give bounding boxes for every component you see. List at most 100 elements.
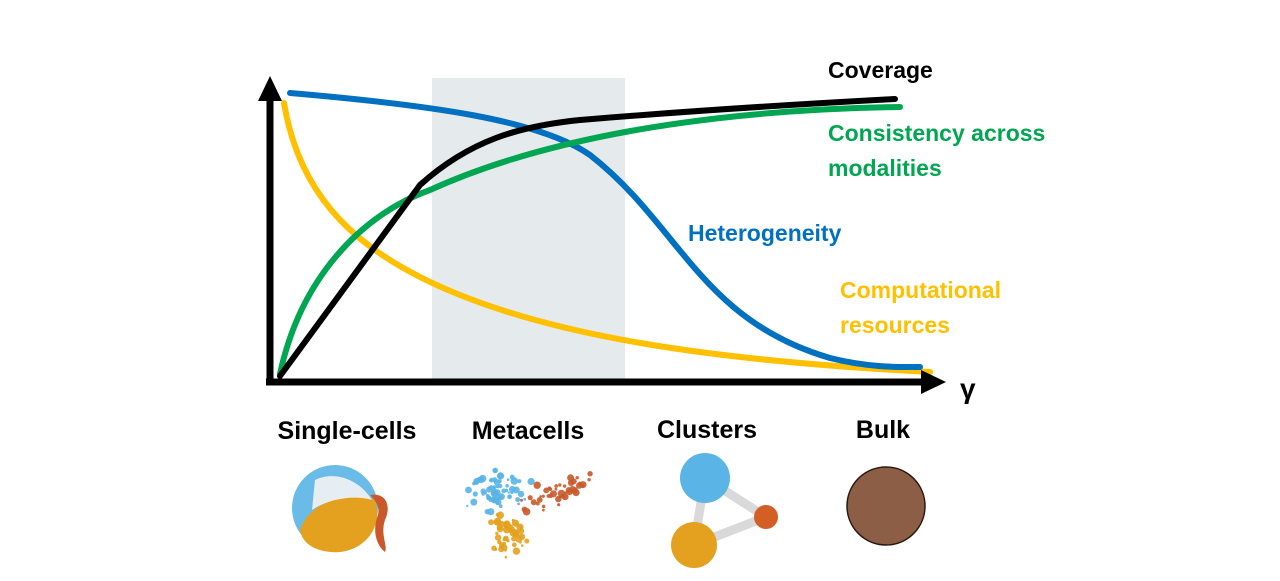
heterogeneity-label: Heterogeneity (688, 220, 842, 246)
metacell-dot (498, 483, 503, 489)
x-axis-arrowhead (921, 370, 946, 394)
metacell-dot (484, 509, 490, 515)
metacell-dot (527, 477, 535, 486)
metacell-dot (542, 508, 545, 512)
category-label-single-cells: Single-cells (278, 417, 417, 445)
metacell-dot (520, 498, 523, 502)
metacell-dot (554, 484, 559, 488)
metacell-dot (506, 478, 510, 481)
metacell-dot (572, 489, 580, 497)
metacell-dot (514, 535, 523, 543)
metacell-dot (485, 493, 490, 498)
metacell-dot (557, 503, 561, 507)
metacell-dot (504, 555, 508, 559)
coverage-curve (277, 96, 898, 379)
metacell-dot (477, 476, 485, 484)
metacell-dot (470, 498, 478, 506)
consistency-curve (277, 104, 903, 377)
metacell-dot (491, 545, 497, 551)
metacell-dot (546, 494, 551, 498)
metacell-dot (562, 484, 567, 488)
bulk-circle-icon (846, 466, 926, 546)
metacell-dot (472, 491, 478, 497)
metacell-dot (541, 504, 546, 509)
metacell-dot (495, 531, 499, 535)
metacell-dot (554, 487, 558, 491)
category-label-bulk: Bulk (856, 416, 910, 444)
metacell-dot (511, 542, 517, 548)
metacell-dot (575, 476, 579, 480)
metacell-dot (558, 483, 562, 487)
metacell-dot (567, 474, 575, 482)
metacell-dot (536, 497, 543, 503)
metacell-dot (519, 525, 523, 529)
metacell-dot (515, 497, 521, 503)
metacell-dot (508, 529, 512, 534)
metacell-dot (486, 486, 492, 493)
metacell-dot (488, 519, 495, 526)
computational-label-line-1: Computational (840, 277, 1001, 303)
category-label-clusters: Clusters (657, 416, 757, 444)
metacell-dot (498, 546, 505, 553)
metacell-dot (557, 489, 566, 498)
cluster-node-blue (680, 453, 730, 503)
metacell-dot (498, 520, 505, 528)
metacell-dot (507, 491, 511, 494)
clusters-graph-icon (671, 453, 778, 568)
metacell-dot (504, 488, 509, 493)
consistency-label-line-1: Consistency across (828, 120, 1045, 146)
computational-label-line-2: resources (840, 312, 950, 338)
metacell-dot (521, 544, 524, 547)
metacell-dot (505, 484, 509, 488)
metacell-dot (491, 496, 499, 504)
metacell-dot (506, 537, 509, 540)
metacell-dot (517, 490, 525, 498)
metacell-dot (543, 487, 550, 494)
metacell-dot (481, 492, 485, 496)
metacell-dot (578, 481, 582, 486)
metacell-dot (511, 536, 517, 542)
metacell-dot (524, 538, 530, 544)
metacell-dot (512, 547, 521, 555)
metacell-dot (466, 504, 469, 508)
metacell-dot (509, 485, 516, 493)
metacell-dot (533, 481, 541, 489)
metacell-dot (465, 486, 472, 494)
metacell-dot (472, 481, 476, 486)
metacell-dot (541, 494, 545, 498)
metacell-dot (494, 534, 502, 541)
metacell-dot (535, 501, 540, 506)
coverage-label: Coverage (828, 57, 933, 83)
metacell-dot (523, 497, 527, 501)
metacell-dot (507, 494, 512, 500)
metacell-dot (530, 499, 537, 506)
metacell-dot (493, 469, 498, 474)
metacell-dot (503, 535, 509, 542)
y-axis-arrowhead (258, 76, 282, 101)
metacell-dot (493, 479, 501, 486)
computational-resources-curve (281, 100, 933, 375)
metacell-dot (527, 495, 533, 501)
cluster-node-orange (671, 522, 717, 568)
metacell-dot (517, 502, 520, 506)
single-cells-scatter-icon (292, 465, 388, 553)
metacell-dot (587, 471, 593, 477)
category-label-metacells: Metacells (472, 417, 585, 445)
metacell-dot (500, 473, 504, 477)
metacell-dot (517, 479, 522, 484)
metacell-dot (498, 504, 503, 509)
x-axis-label: γ (960, 373, 976, 404)
metacell-dot (512, 529, 520, 537)
heterogeneity-curve (287, 90, 923, 371)
metacell-dot (496, 511, 504, 519)
metacell-dot (504, 548, 507, 552)
metacell-dot (497, 539, 502, 545)
consistency-label-line-2: modalities (828, 155, 942, 181)
metacell-dot (504, 522, 511, 529)
metacells-scatter-icon (465, 467, 593, 559)
cluster-node-red (754, 505, 778, 529)
metacell-dot (587, 478, 591, 482)
metacell-dot (566, 489, 573, 496)
metacell-dot (522, 507, 531, 516)
